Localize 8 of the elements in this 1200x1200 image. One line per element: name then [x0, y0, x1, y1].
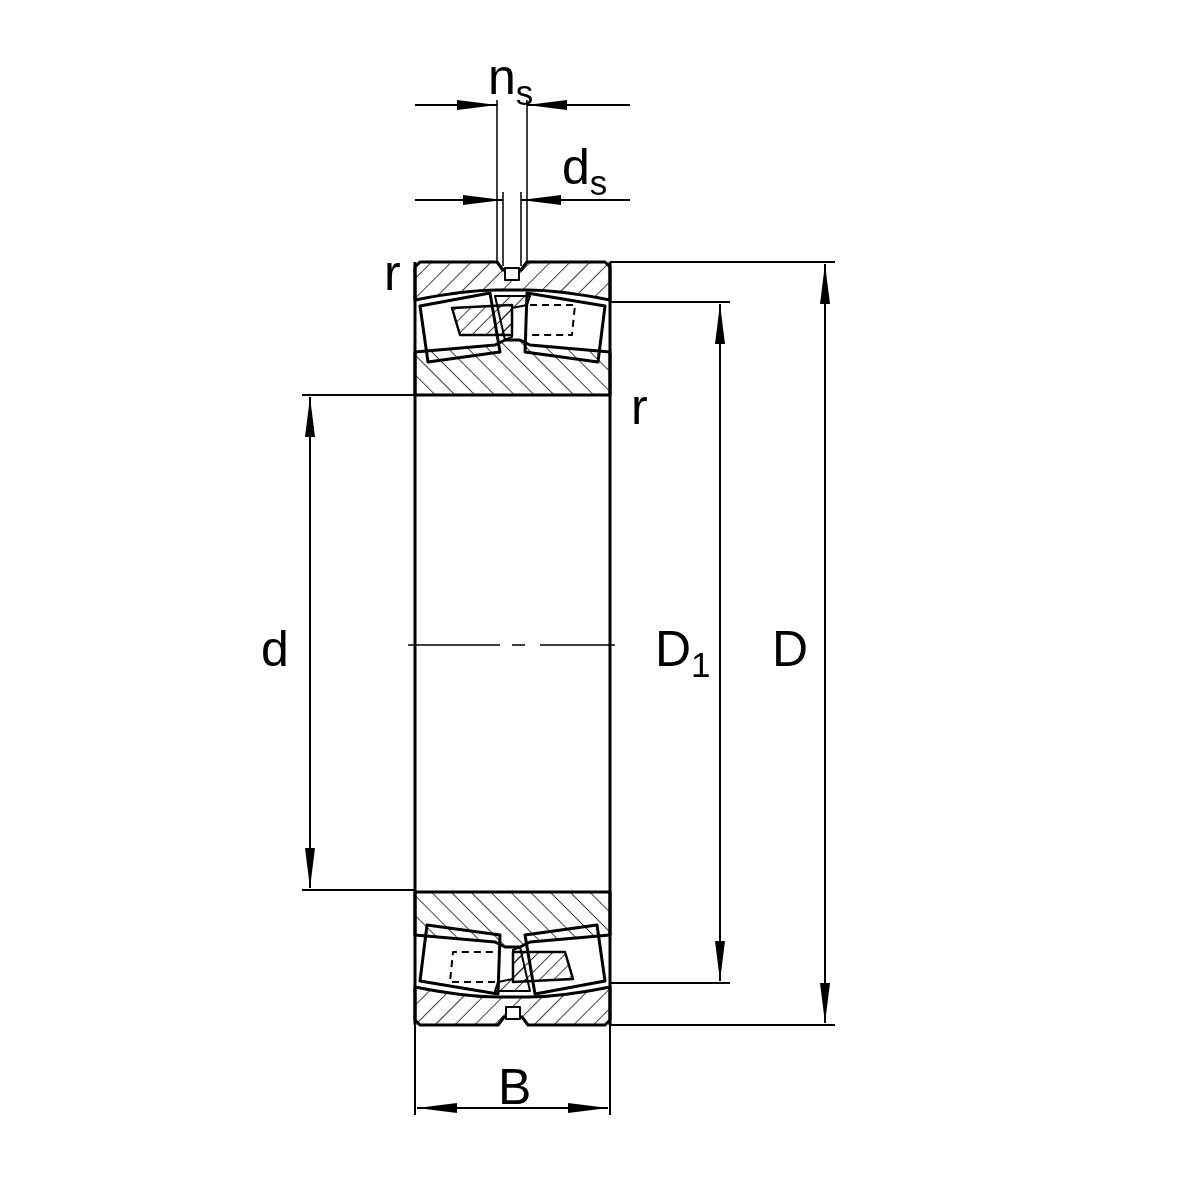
dimension-label: B	[498, 1062, 532, 1112]
dimension-label: d$_{s}$	[562, 142, 608, 200]
dimension-label: D$_{1}$	[655, 624, 711, 682]
radius-label: r	[631, 382, 648, 432]
dimension-label: D	[772, 624, 809, 674]
dimension-label: n$_{s}$	[488, 52, 534, 110]
radius-label: r	[384, 248, 401, 298]
dimension-label: d	[261, 624, 289, 674]
